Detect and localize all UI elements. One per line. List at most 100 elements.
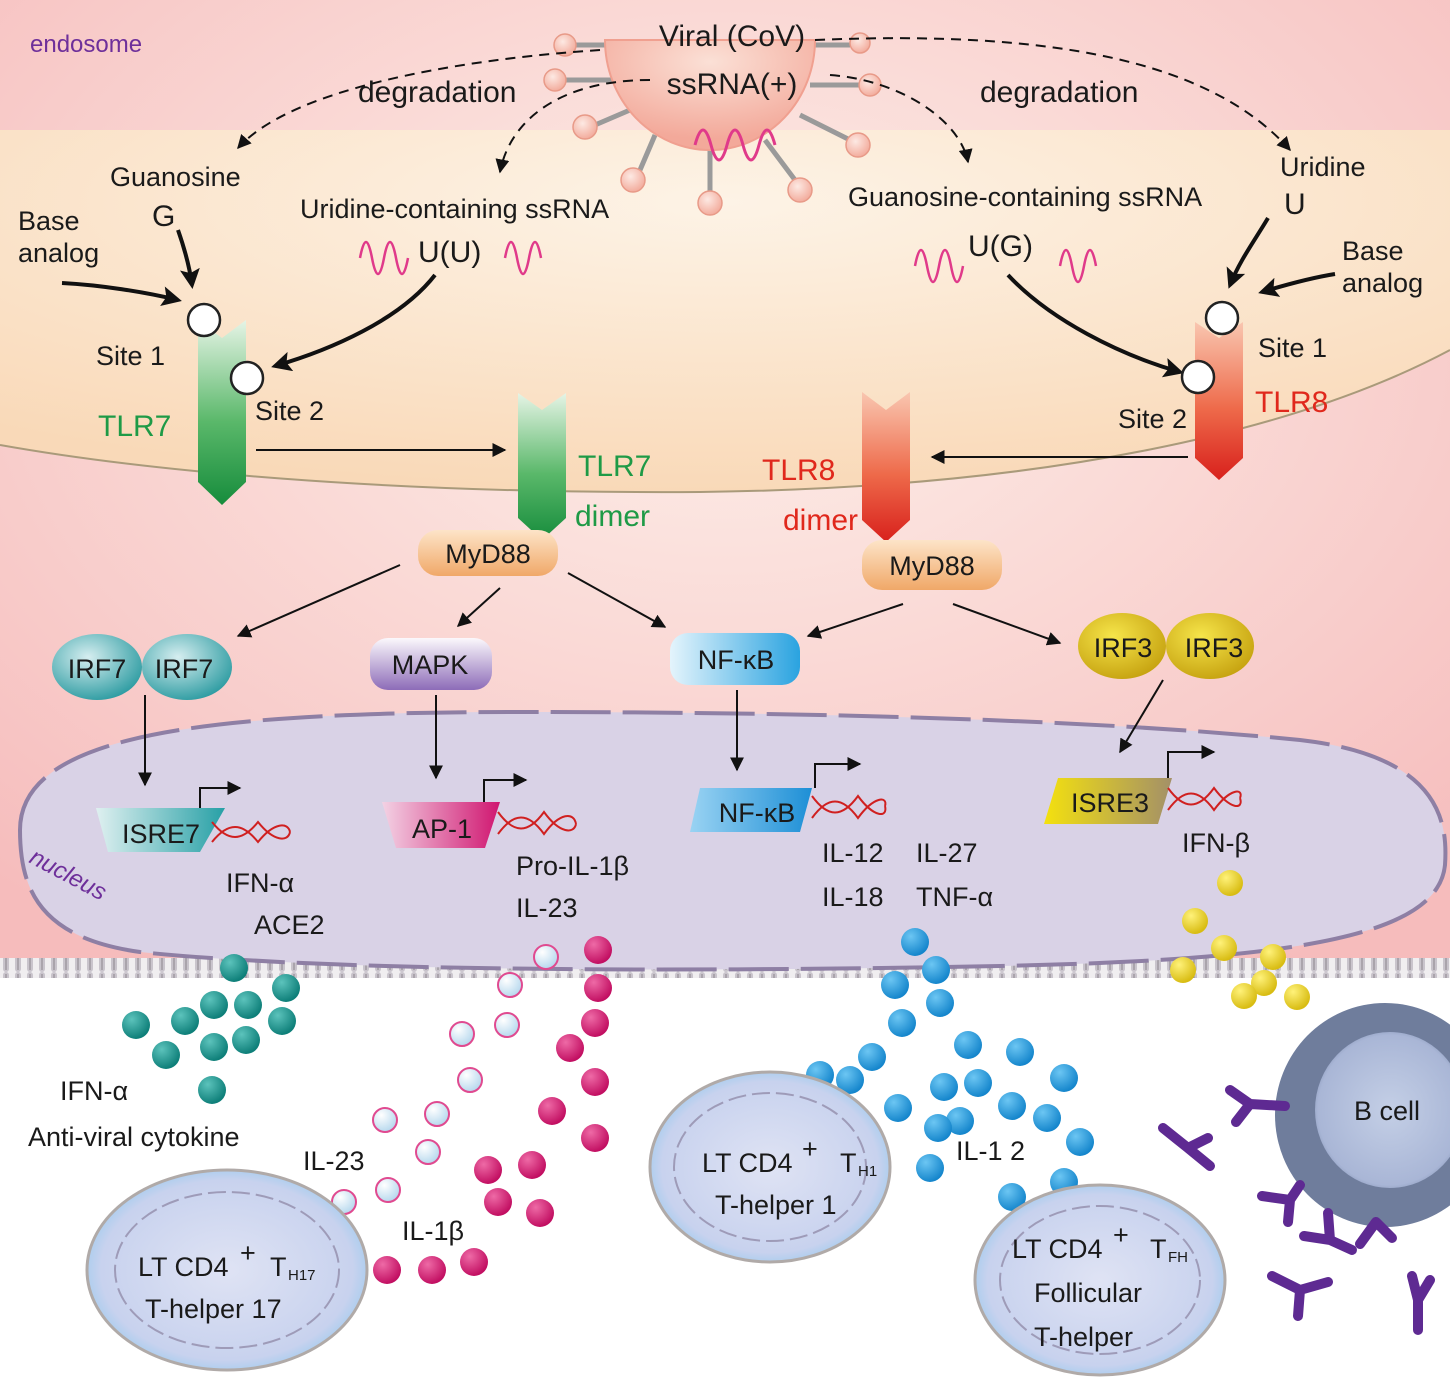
tlr8-site1 — [1204, 300, 1240, 336]
th17-line2: T-helper 17 — [145, 1294, 282, 1324]
base-analog-left-line2: analog — [18, 238, 99, 268]
th17-sub: H17 — [288, 1267, 316, 1284]
antiviral-label: Anti-viral cytokine — [28, 1122, 240, 1152]
isre3-label: ISRE3 — [1071, 788, 1149, 818]
site1-right-label: Site 1 — [1258, 333, 1327, 363]
tfh-line2: Follicular — [1034, 1278, 1142, 1308]
b-cell: B cell — [1275, 1003, 1450, 1227]
irf3-b-label: IRF3 — [1185, 633, 1244, 663]
degradation-right-label: degradation — [980, 76, 1138, 109]
nfkb-cytoplasmic: NF-κB — [670, 633, 800, 685]
ifn-alpha-out-label: IFN-α — [60, 1076, 128, 1106]
il1b-out-label: IL-1β — [402, 1216, 464, 1246]
th17-line1: LT CD4 — [138, 1252, 229, 1282]
myd88-left: MyD88 — [418, 530, 558, 576]
il12-gene-label: IL-12 — [822, 838, 884, 868]
signaling-arrows — [236, 564, 1062, 646]
il12-out-label: IL-1 2 — [956, 1136, 1025, 1166]
tfh-line3: T-helper — [1034, 1322, 1133, 1352]
tfh-plus: + — [1113, 1220, 1129, 1250]
pro-il1b-gene-label: Pro-IL-1β — [516, 851, 629, 881]
tlr7-monomer — [186, 302, 265, 505]
tlr8-dimer-label: TLR8 — [762, 454, 835, 487]
il12-cytokines — [806, 928, 1094, 1211]
endosome-lumen — [0, 130, 1450, 493]
bcell-label: B cell — [1354, 1096, 1420, 1126]
irf3-dimer: IRF3 IRF3 — [1078, 613, 1254, 679]
ifn-alpha-cytokines — [122, 954, 300, 1104]
degradation-left-label: degradation — [358, 76, 516, 109]
tlr8-site2 — [1180, 359, 1216, 395]
myd88-right-label: MyD88 — [889, 551, 975, 581]
tlr7-label: TLR7 — [98, 410, 171, 443]
il18-gene-label: IL-18 — [822, 882, 884, 912]
il23-out-label: IL-23 — [303, 1146, 365, 1176]
uridine-label: Uridine — [1280, 152, 1366, 182]
il23-gene-label: IL-23 — [516, 893, 578, 923]
guanosine-letter: G — [152, 200, 175, 233]
nfkb-nuc-label: NF-κB — [719, 798, 796, 828]
ug-label: U(G) — [968, 230, 1033, 263]
base-analog-right-line1: Base — [1342, 236, 1404, 266]
irf3-a-label: IRF3 — [1094, 633, 1153, 663]
myd88-left-label: MyD88 — [445, 539, 531, 569]
mapk-label: MAPK — [392, 650, 469, 680]
ssrna-wave-right-2 — [1058, 248, 1098, 284]
th17-cell: LT CD4 + T H17 T-helper 17 — [85, 1168, 369, 1372]
viral-label: Viral (CoV) — [659, 20, 805, 53]
isre7-promoter: ISRE7 — [96, 781, 291, 852]
mapk: MAPK — [370, 638, 492, 690]
th17-plus: + — [240, 1238, 256, 1268]
irf7-b-label: IRF7 — [155, 654, 214, 684]
ifn-beta-cytokines — [1170, 870, 1310, 1010]
nfkb-promoter: NF-κB — [690, 757, 887, 832]
tlr8-label: TLR8 — [1255, 386, 1328, 419]
nfkb-cyto-label: NF-κB — [698, 645, 775, 675]
ssrna-wave-left-2 — [503, 240, 543, 276]
site2-left-label: Site 2 — [255, 396, 324, 426]
tfh-cell: LT CD4 + T FH Follicular T-helper — [973, 1183, 1227, 1377]
uu-label: U(U) — [418, 236, 481, 269]
irf7-a-label: IRF7 — [68, 654, 127, 684]
ssrna-wave-left-1 — [358, 240, 410, 276]
uridine-ssrna-label: Uridine-containing ssRNA — [300, 194, 609, 224]
endosome-membrane — [0, 349, 1450, 494]
degradation-arrows — [237, 37, 1291, 174]
ssrna-label: ssRNA(+) — [667, 68, 798, 101]
tlr7-site2 — [229, 360, 265, 396]
base-analog-left-line1: Base — [18, 206, 80, 236]
il27-gene-label: IL-27 — [916, 838, 978, 868]
site1-left-label: Site 1 — [96, 341, 165, 371]
th1-plus: + — [802, 1134, 818, 1164]
guanosine-ssrna-label: Guanosine-containing ssRNA — [848, 182, 1202, 212]
dimerization-arrows — [256, 443, 1188, 464]
th1-line2: T-helper 1 — [715, 1190, 837, 1220]
tlr7-dimer — [518, 393, 566, 540]
translocation-arrows — [138, 679, 1164, 787]
isre7-label: ISRE7 — [122, 819, 200, 849]
tlr8-dimer-sublabel: dimer — [783, 504, 858, 537]
ap1-label: AP-1 — [412, 814, 472, 844]
th1-cell: LT CD4 + T H1 T-helper 1 — [648, 1070, 892, 1264]
guanosine-label: Guanosine — [110, 162, 241, 192]
uridine-letter: U — [1284, 188, 1306, 221]
ap1-promoter: AP-1 — [382, 773, 577, 848]
ace2-gene-label: ACE2 — [254, 910, 325, 940]
th17-t: T — [270, 1252, 287, 1282]
tlr8-monomer — [1180, 300, 1243, 480]
myd88-right: MyD88 — [862, 540, 1002, 590]
ssrna-wave-right-1 — [913, 248, 965, 284]
tnfa-gene-label: TNF-α — [916, 882, 993, 912]
tlr7-dimer-sublabel: dimer — [575, 500, 650, 533]
base-analog-right-line2: analog — [1342, 268, 1423, 298]
tlr7-site1 — [186, 302, 222, 338]
il1b-cytokines — [373, 936, 612, 1284]
tfh-t: T — [1150, 1234, 1167, 1264]
tlr8-dimer — [862, 392, 910, 542]
ifn-beta-gene-label: IFN-β — [1182, 828, 1250, 858]
site2-right-label: Site 2 — [1118, 404, 1187, 434]
tfh-sub: FH — [1168, 1249, 1188, 1266]
antibodies — [1158, 1085, 1435, 1335]
